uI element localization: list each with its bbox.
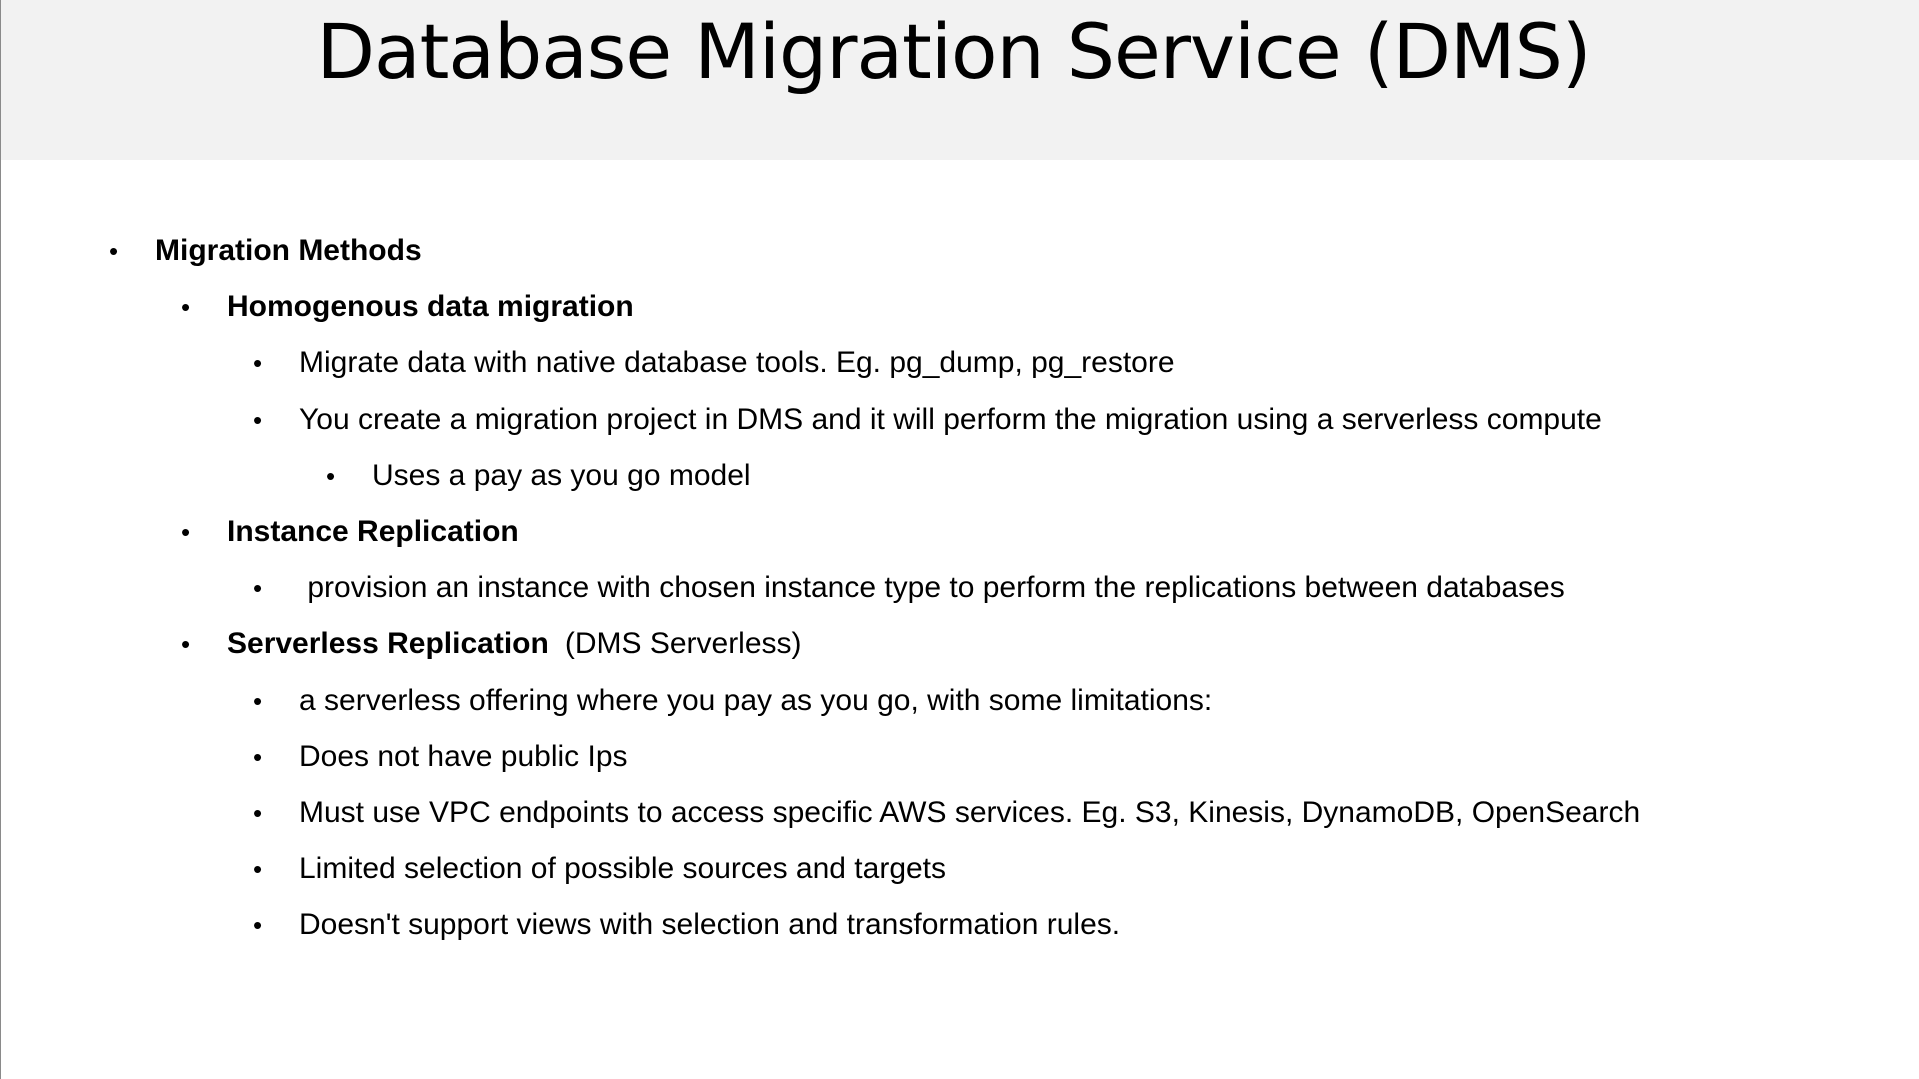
bullet-icon: •: [253, 797, 263, 828]
bullet-icon: •: [253, 348, 263, 379]
bullet-text: Doesn't support views with selection and…: [299, 908, 1121, 942]
list-item: • a serverless offering where you pay as…: [1, 677, 1919, 733]
bullet-text: You create a migration project in DMS an…: [299, 402, 1602, 436]
list-item: • Migrate data with native database tool…: [1, 339, 1919, 395]
bullet-icon: •: [253, 741, 263, 772]
bullet-text: Migration Methods: [155, 234, 422, 267]
bullet-text: Limited selection of possible sources an…: [299, 852, 947, 886]
list-item: • Instance Replication: [1, 508, 1919, 564]
bullet-text: Uses a pay as you go model: [372, 458, 751, 492]
slide-title: Database Migration Service (DMS): [316, 7, 1592, 96]
bullet-icon: •: [181, 292, 191, 323]
bullet-icon: •: [109, 236, 119, 266]
bullet-icon: •: [253, 854, 263, 885]
bullet-text: Must use VPC endpoints to access specifi…: [299, 795, 1641, 829]
bullet-text: provision an instance with chosen instan…: [299, 571, 1565, 605]
list-item: • Limited selection of possible sources …: [1, 845, 1919, 901]
bullet-icon: •: [253, 404, 263, 435]
list-item: • Migration Methods: [1, 227, 1919, 283]
list-item: • Uses a pay as you go model: [1, 452, 1919, 508]
list-item: • You create a migration project in DMS …: [1, 396, 1919, 452]
list-item: • Must use VPC endpoints to access speci…: [1, 789, 1919, 845]
bullet-text: Does not have public Ips: [299, 739, 628, 773]
bullet-list: • Migration Methods • Homogenous data mi…: [1, 227, 1919, 957]
bullet-text: Serverless Replication: [227, 627, 549, 661]
bullet-text: a serverless offering where you pay as y…: [299, 683, 1213, 717]
list-item: • Doesn't support views with selection a…: [1, 901, 1919, 957]
list-item: • Does not have public Ips: [1, 733, 1919, 789]
list-item: • Serverless Replication (DMS Serverless): [1, 620, 1919, 676]
bullet-text: Instance Replication: [227, 514, 519, 548]
bullet-icon: •: [181, 629, 191, 660]
bullet-text-group: Serverless Replication (DMS Serverless): [227, 620, 802, 668]
bullet-icon: •: [253, 910, 263, 941]
bullet-text: Homogenous data migration: [227, 290, 634, 324]
bullet-suffix: (DMS Serverless): [564, 627, 802, 661]
bullet-icon: •: [253, 685, 263, 716]
bullet-icon: •: [253, 573, 263, 604]
bullet-icon: •: [326, 460, 336, 491]
title-bar: Database Migration Service (DMS): [1, 0, 1919, 160]
list-item: • provision an instance with chosen inst…: [1, 564, 1919, 620]
bullet-icon: •: [181, 516, 191, 547]
bullet-text: Migrate data with native database tools.…: [299, 346, 1175, 380]
list-item: • Homogenous data migration: [1, 283, 1919, 339]
